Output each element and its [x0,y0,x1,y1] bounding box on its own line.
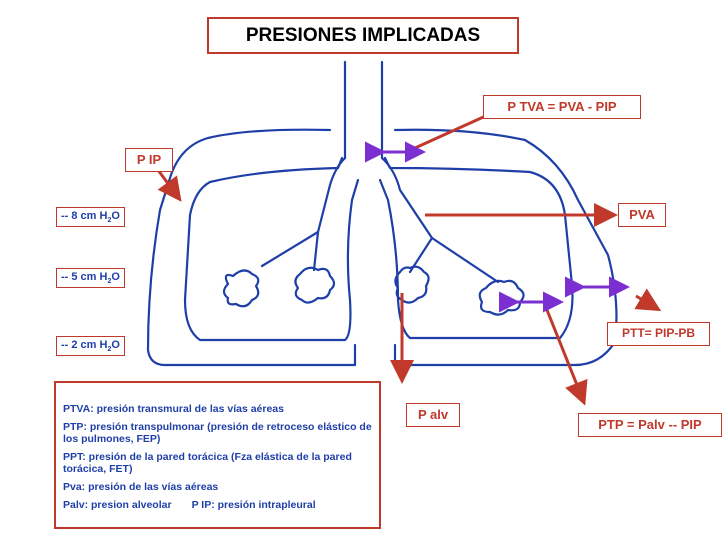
label-palv: P alv [406,403,460,427]
chest-wall [146,128,357,367]
pressure-level-text: -- 2 cm H [61,339,108,351]
pressure-level-o: O [111,339,120,351]
pressure-level-5: -- 5 cm H2O [56,268,125,289]
arrow-pip [156,169,182,202]
pressure-level-text: -- 5 cm H [61,271,108,283]
label-ptp-formula: PTP = Palv -- PIP [578,413,722,437]
left-bronchus [260,156,347,268]
alveolus-4 [478,279,525,316]
legend-box: PTVA: presión transmural de las vías aér… [54,381,381,529]
alveolus-2 [294,266,336,304]
legend-palv: Palv: presion alveolar [63,499,172,511]
alveolus-3 [394,265,430,304]
pressure-level-sub: 2 [107,346,112,354]
pressure-level-o: O [111,271,120,283]
right-bronchus [380,156,434,274]
legend-ptva: PTVA: presión transmural de las vías aér… [63,403,284,415]
page-title: PRESIONES IMPLICADAS [207,17,519,54]
arrow-ptva [414,112,491,150]
pressure-level-2: -- 2 cm H2O [56,336,125,357]
label-ptva-formula: P TVA = PVA - PIP [483,95,641,119]
right-bronchus-branch [430,236,500,284]
legend-ptp: PTP: presión transpulmonar (presión de r… [63,421,372,445]
right-lung-outline [378,156,574,340]
pressure-level-o: O [111,210,120,222]
pressure-level-8: -- 8 cm H2O [56,207,125,228]
label-ptt: PTT= PIP-PB [607,322,710,346]
pressure-level-text: -- 8 cm H [61,210,108,222]
left-bronchus-branch [312,230,320,272]
pressure-level-sub: 2 [107,278,112,286]
arrow-ptp [543,304,588,406]
arrow-ptt [634,288,662,312]
label-pip: P IP [125,148,173,172]
label-pva: PVA [618,203,666,227]
pressure-level-sub: 2 [107,217,112,225]
legend-ppt: PPT: presión de la pared torácica (Fza e… [63,451,352,475]
legend-last-row: Palv: presion alveolar P IP: presión int… [63,499,373,511]
left-lung-outline [183,156,360,342]
legend-pva: Pva: presión de las vías aéreas [63,481,219,493]
alveolus-1 [222,269,260,308]
chest-wall-right [393,128,618,367]
legend-pip: P IP: presión intrapleural [191,499,316,511]
